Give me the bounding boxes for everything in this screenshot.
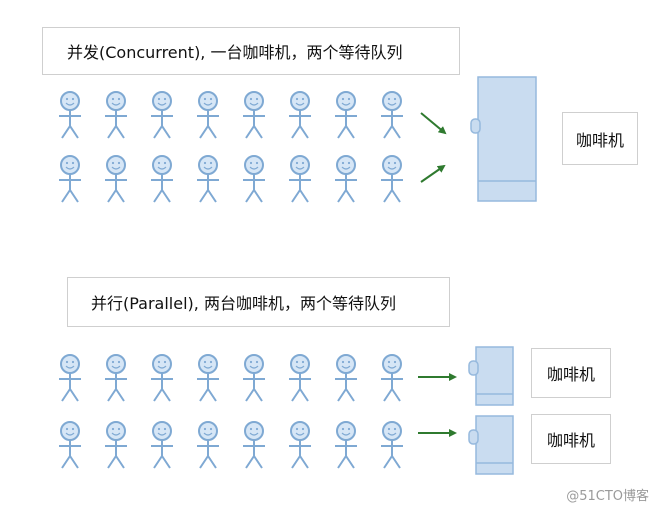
coffee-machine-label-parallel-1: 咖啡机: [531, 348, 611, 398]
coffee-machine-label-parallel-2: 咖啡机: [531, 414, 611, 464]
parallel-title: 并行(Parallel), 两台咖啡机，两个等待队列: [91, 294, 396, 313]
person-icon: [151, 354, 173, 402]
coffee-machine-icon: [468, 415, 514, 475]
person-icon: [381, 91, 403, 139]
person-icon: [59, 421, 81, 469]
coffee-machine-label-text: 咖啡机: [575, 130, 624, 150]
person-icon: [289, 354, 311, 402]
coffee-machine-label-text: 咖啡机: [546, 431, 595, 450]
person-icon: [335, 155, 357, 203]
person-icon: [105, 421, 127, 469]
person-icon: [105, 155, 127, 203]
person-icon: [59, 354, 81, 402]
person-icon: [335, 354, 357, 402]
person-icon: [151, 421, 173, 469]
person-icon: [59, 91, 81, 139]
person-icon: [105, 91, 127, 139]
person-icon: [197, 354, 219, 402]
person-icon: [105, 354, 127, 402]
person-icon: [289, 155, 311, 203]
person-icon: [59, 155, 81, 203]
parallel-title-box: 并行(Parallel), 两台咖啡机，两个等待队列: [67, 277, 450, 327]
arrow-icon: [420, 164, 446, 183]
coffee-machine-label-concurrent: 咖啡机: [562, 112, 638, 165]
concurrent-title: 并发(Concurrent), 一台咖啡机，两个等待队列: [67, 43, 403, 62]
person-icon: [243, 91, 265, 139]
arrow-icon: [420, 112, 447, 135]
person-icon: [381, 421, 403, 469]
person-icon: [243, 354, 265, 402]
person-icon: [335, 421, 357, 469]
person-icon: [289, 91, 311, 139]
person-icon: [197, 155, 219, 203]
person-icon: [151, 155, 173, 203]
person-icon: [243, 421, 265, 469]
person-icon: [197, 421, 219, 469]
coffee-machine-label-text: 咖啡机: [546, 365, 595, 384]
coffee-machine-icon: [468, 346, 514, 406]
person-icon: [381, 155, 403, 203]
person-icon: [243, 155, 265, 203]
coffee-machine-icon: [470, 76, 537, 202]
watermark: @51CTO博客: [566, 489, 649, 504]
person-icon: [197, 91, 219, 139]
person-icon: [381, 354, 403, 402]
person-icon: [289, 421, 311, 469]
concurrent-title-box: 并发(Concurrent), 一台咖啡机，两个等待队列: [42, 27, 460, 75]
person-icon: [335, 91, 357, 139]
person-icon: [151, 91, 173, 139]
